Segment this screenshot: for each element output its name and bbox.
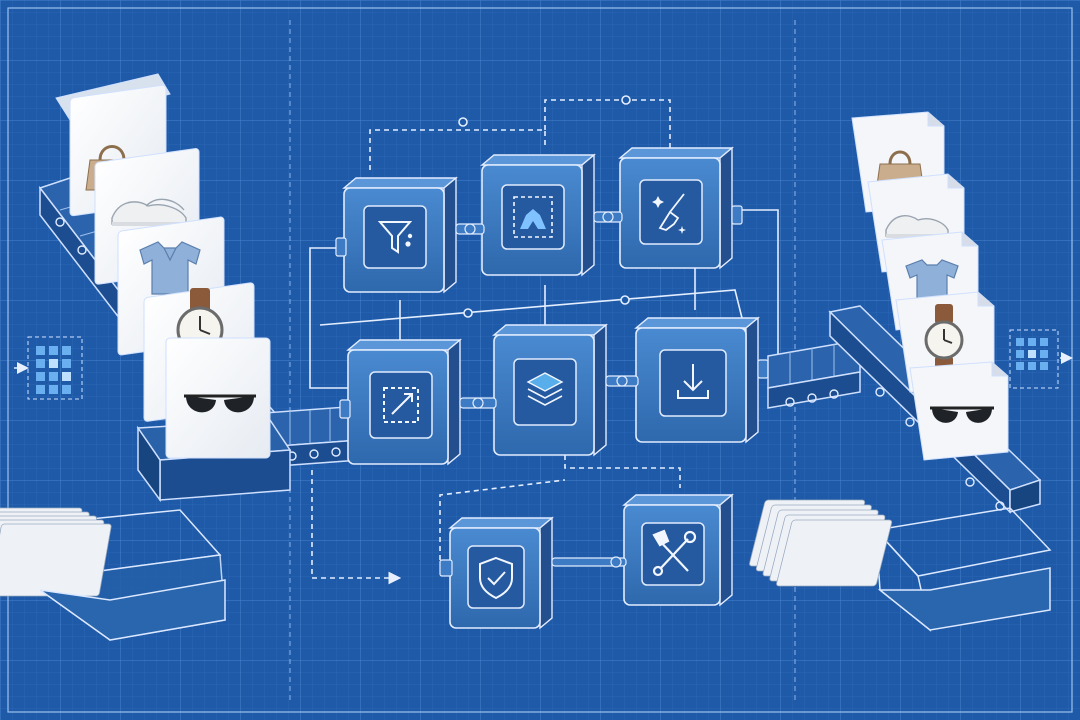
output-grid-icon <box>1009 329 1073 389</box>
hammer-wrench-icon <box>652 529 697 577</box>
crop-module <box>480 153 596 277</box>
download-icon <box>677 364 709 399</box>
crop-region-icon <box>513 196 553 238</box>
magic-broom-icon <box>652 193 686 234</box>
output-card-stack <box>851 111 1009 461</box>
filter-module <box>342 176 458 294</box>
filter-icon <box>377 221 413 254</box>
layers-icon <box>526 372 564 406</box>
verify-module <box>448 516 554 630</box>
repair-module <box>622 493 734 607</box>
input-grid-icon <box>14 336 83 400</box>
export-module <box>634 316 760 444</box>
resize-arrow-icon <box>383 387 419 423</box>
flow-connectors <box>309 95 779 585</box>
shield-check-icon <box>479 556 513 600</box>
output-card-sunglasses <box>909 361 1009 461</box>
input-card-stack <box>55 73 271 459</box>
input-card-sunglasses <box>165 337 271 459</box>
input-card-bin <box>0 507 226 641</box>
layers-module <box>492 323 608 457</box>
cleanup-module <box>618 146 734 270</box>
output-card-bin <box>749 499 1052 632</box>
resize-module <box>346 338 462 466</box>
